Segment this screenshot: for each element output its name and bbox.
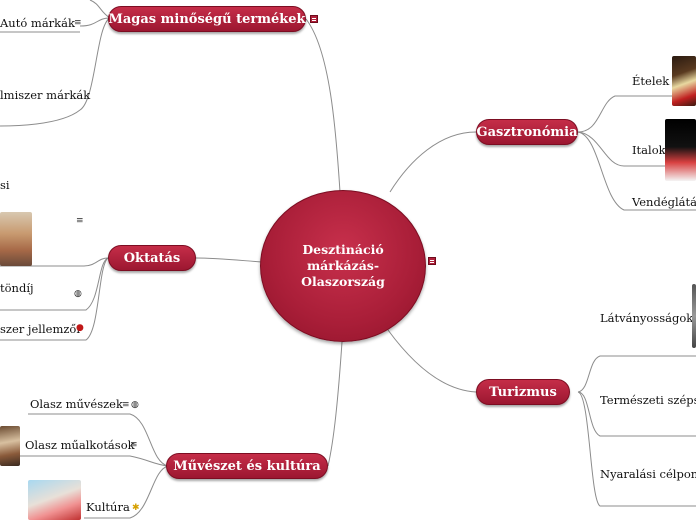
branch-magas-minosegu-termekek[interactable]: Magas minőségű termékek xyxy=(108,6,306,32)
landmark-photo xyxy=(692,284,696,348)
drink-photo xyxy=(665,119,696,181)
leaf-jellemzoi[interactable]: szer jellemzői xyxy=(0,322,81,336)
link-okt-2 xyxy=(0,257,109,311)
link-okt-1 xyxy=(0,257,109,267)
link-italok xyxy=(577,131,665,167)
link-top xyxy=(305,18,341,193)
leaf-latvanyossagok[interactable]: Látványosságok xyxy=(600,311,694,325)
leaf-auto-markak[interactable]: Autó márkák xyxy=(0,16,75,30)
branch-label: Művészet és kultúra xyxy=(173,458,321,474)
link-auto xyxy=(79,17,111,27)
link-tur-1 xyxy=(577,355,696,393)
text-lines-icon: ≡ xyxy=(130,440,138,450)
link-tur-3 xyxy=(577,391,696,507)
note-icon[interactable] xyxy=(428,257,436,265)
leaf-elelmiszer-markak[interactable]: lmiszer márkák xyxy=(0,88,91,102)
central-topic[interactable]: Desztináció márkázás-Olaszország xyxy=(260,190,426,342)
city-photo xyxy=(0,212,32,266)
leaf-oktatas-si[interactable]: si xyxy=(0,178,10,192)
culture-photo xyxy=(28,480,81,520)
link-oktatas xyxy=(195,257,263,263)
text-lines-icon: ≡ xyxy=(76,216,84,226)
link-mu-2 xyxy=(20,455,169,467)
link-gastro xyxy=(389,131,477,193)
link-elelmiszer xyxy=(0,17,111,127)
link-mu-3 xyxy=(84,465,169,519)
text-lines-icon: ≡ xyxy=(122,400,130,410)
leaf-olasz-mualkotasok[interactable]: Olasz műalkotások xyxy=(25,438,135,452)
apple-icon: ● xyxy=(76,323,84,333)
branch-label: Oktatás xyxy=(123,250,181,266)
branch-muveszet-es-kultura[interactable]: Művészet és kultúra xyxy=(166,453,328,479)
text-lines-icon: ≡ xyxy=(74,18,82,28)
leaf-osztondij[interactable]: töndíj xyxy=(0,281,34,295)
leaf-olasz-muveszek[interactable]: Olasz művészek xyxy=(30,397,123,411)
link-okt-3 xyxy=(0,257,109,341)
leaf-termeszeti-szepseg[interactable]: Természeti szépség xyxy=(600,393,696,407)
central-title: Desztináció márkázás-Olaszország xyxy=(301,242,385,289)
link-mu-1 xyxy=(28,413,169,467)
leaf-italok[interactable]: Italok xyxy=(632,143,666,157)
branch-label: Turizmus xyxy=(489,384,557,400)
branch-gasztronomia[interactable]: Gasztronómia xyxy=(476,119,578,145)
branch-label: Gasztronómia xyxy=(476,124,578,140)
link-vendeg xyxy=(577,131,696,211)
branch-oktatas[interactable]: Oktatás xyxy=(108,245,196,271)
globe-icon: ◍ xyxy=(74,289,82,299)
link-tur-2 xyxy=(577,391,696,437)
star-icon: ✱ xyxy=(132,503,140,513)
leaf-nyaralasi-celpont[interactable]: Nyaralási célpont xyxy=(600,467,696,481)
artwork-photo xyxy=(0,426,20,466)
branch-turizmus[interactable]: Turizmus xyxy=(476,379,570,405)
branch-label: Magas minőségű termékek xyxy=(108,11,306,27)
note-icon[interactable] xyxy=(310,15,318,23)
globe-icon: ◍ xyxy=(131,400,139,410)
leaf-etelek[interactable]: Ételek xyxy=(632,74,670,88)
leaf-kultura[interactable]: Kultúra xyxy=(86,500,130,514)
link-etelek xyxy=(577,95,672,133)
link-turizmus xyxy=(387,329,477,393)
food-photo xyxy=(672,56,696,106)
link-muveszet xyxy=(327,341,343,467)
